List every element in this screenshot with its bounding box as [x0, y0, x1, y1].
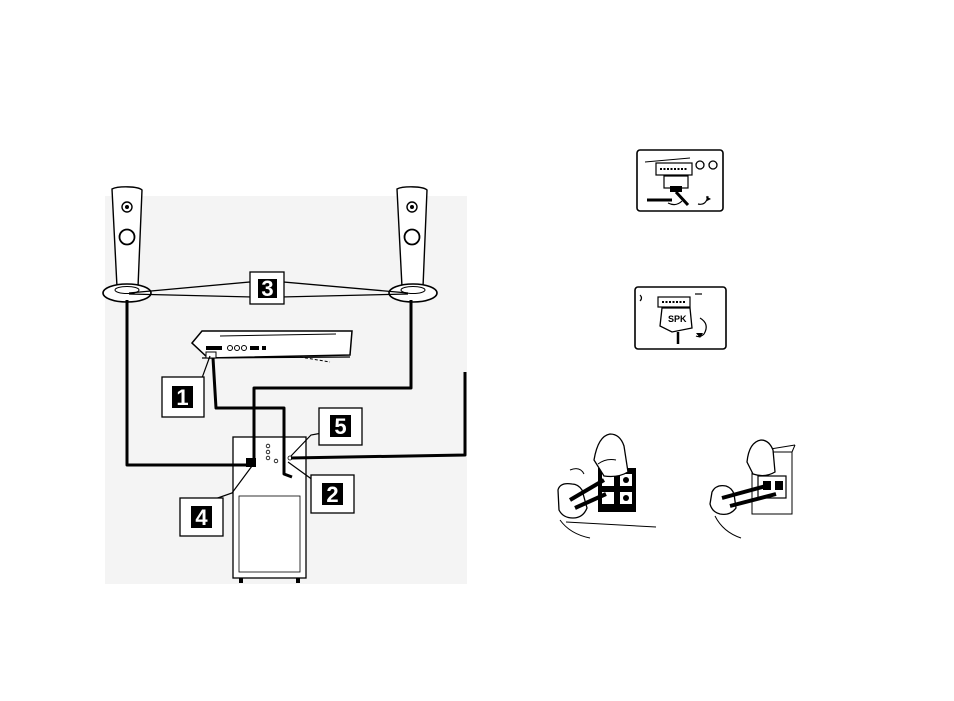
callout-2: 2: [311, 475, 354, 513]
speaker-wire-clip-left-inset: [558, 434, 656, 538]
callout-5-label: 5: [334, 414, 346, 439]
callout-4: 4: [180, 498, 223, 536]
callout-1: 1: [162, 377, 204, 417]
callout-5: 5: [319, 408, 362, 445]
right-woofer: [405, 230, 420, 245]
unit-port-strip: [206, 346, 222, 350]
spk-label: SPK: [668, 314, 687, 324]
connector-plug-inset: [637, 150, 723, 211]
main-unit: [192, 331, 352, 362]
callout-3: 3: [250, 272, 284, 304]
callout-3-label: 3: [261, 276, 273, 301]
subwoofer-speaker-terminal: [246, 458, 256, 467]
callout-2-label: 2: [326, 482, 338, 507]
speaker-wire-clip-right-inset: [710, 440, 795, 538]
callout-4-label: 4: [195, 505, 208, 530]
left-woofer: [120, 230, 135, 245]
spk-connector-inset: SPK: [635, 287, 726, 349]
callout-1-label: 1: [176, 385, 188, 410]
